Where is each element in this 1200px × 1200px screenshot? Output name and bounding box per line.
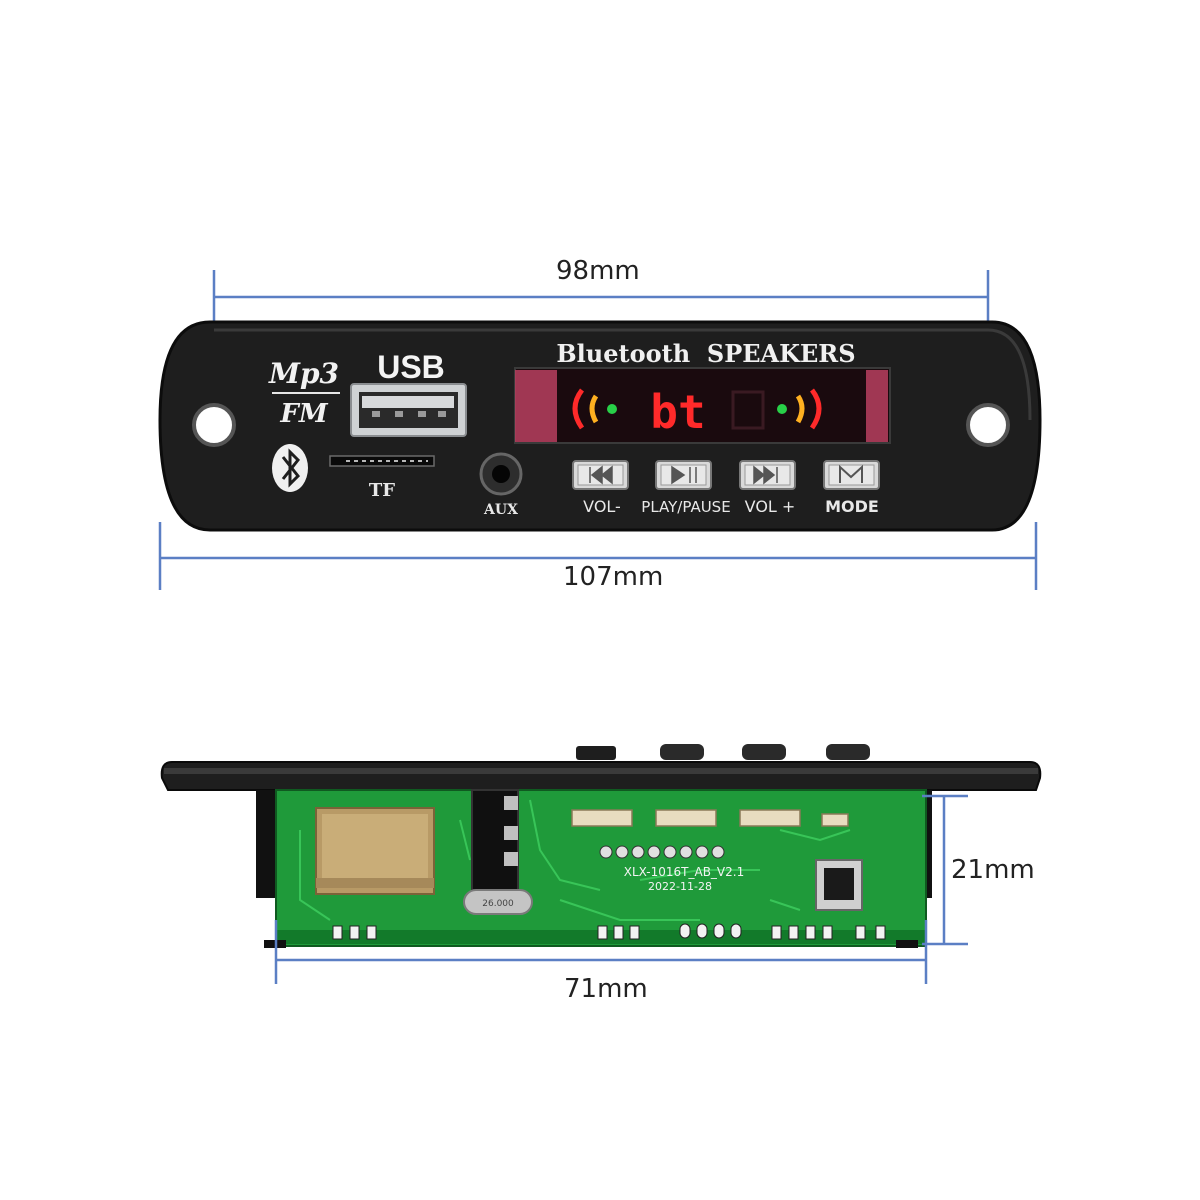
- dimension-107mm: [158, 522, 1038, 590]
- dimension-21mm: [922, 794, 968, 946]
- play-pause-icon: [671, 465, 697, 485]
- usb-port[interactable]: [350, 383, 467, 437]
- aux-label: AUX: [483, 502, 518, 518]
- label-98mm: 98mm: [556, 256, 640, 286]
- button-label-mode: MODE: [825, 497, 879, 516]
- crystal-label: 26.000: [482, 899, 514, 909]
- tf-card-slot[interactable]: [329, 455, 435, 467]
- button-vol-down[interactable]: [572, 460, 629, 490]
- board-date-label: 2022-11-28: [648, 880, 712, 893]
- prev-icon: [589, 465, 613, 485]
- label-71mm: 71mm: [564, 974, 648, 1004]
- front-panel-text: Mp3 FM USB TF AUX Bluetooth SPEAKERS bt …: [268, 339, 879, 518]
- mounting-hole-right: [966, 403, 1010, 447]
- crystal-oscillator: [463, 889, 533, 915]
- tf-card-holder: [315, 807, 435, 895]
- button-vol-up[interactable]: [739, 460, 796, 490]
- tf-label: TF: [369, 480, 395, 501]
- front-panel: [158, 320, 1042, 532]
- mode-icon: [839, 464, 863, 483]
- mounting-hole-left: [192, 403, 236, 447]
- label-107mm: 107mm: [563, 562, 664, 592]
- bluetooth-icon: [272, 444, 308, 492]
- board-model-label: XLX-1016T_AB_V2.1: [624, 865, 744, 879]
- usb-label: USB: [377, 349, 445, 385]
- aux-jack[interactable]: [479, 452, 523, 496]
- button-label-play-pause: PLAY/PAUSE: [641, 498, 730, 516]
- voltage-regulator: [815, 859, 863, 911]
- next-icon: [753, 465, 778, 485]
- button-label-vol-down: VOL-: [583, 497, 621, 516]
- dimension-71mm: [274, 920, 928, 984]
- button-label-vol-up: VOL +: [745, 497, 796, 516]
- side-view: [160, 744, 1042, 948]
- brand-label: Bluetooth SPEAKERS: [556, 339, 855, 368]
- label-21mm: 21mm: [951, 855, 1035, 885]
- button-mode[interactable]: [823, 460, 880, 490]
- button-play-pause[interactable]: [655, 460, 712, 490]
- logo-mp3: Mp3: [268, 357, 339, 390]
- logo-fm: FM: [279, 399, 328, 429]
- led-display: [514, 367, 891, 444]
- display-readout: bt: [650, 385, 705, 439]
